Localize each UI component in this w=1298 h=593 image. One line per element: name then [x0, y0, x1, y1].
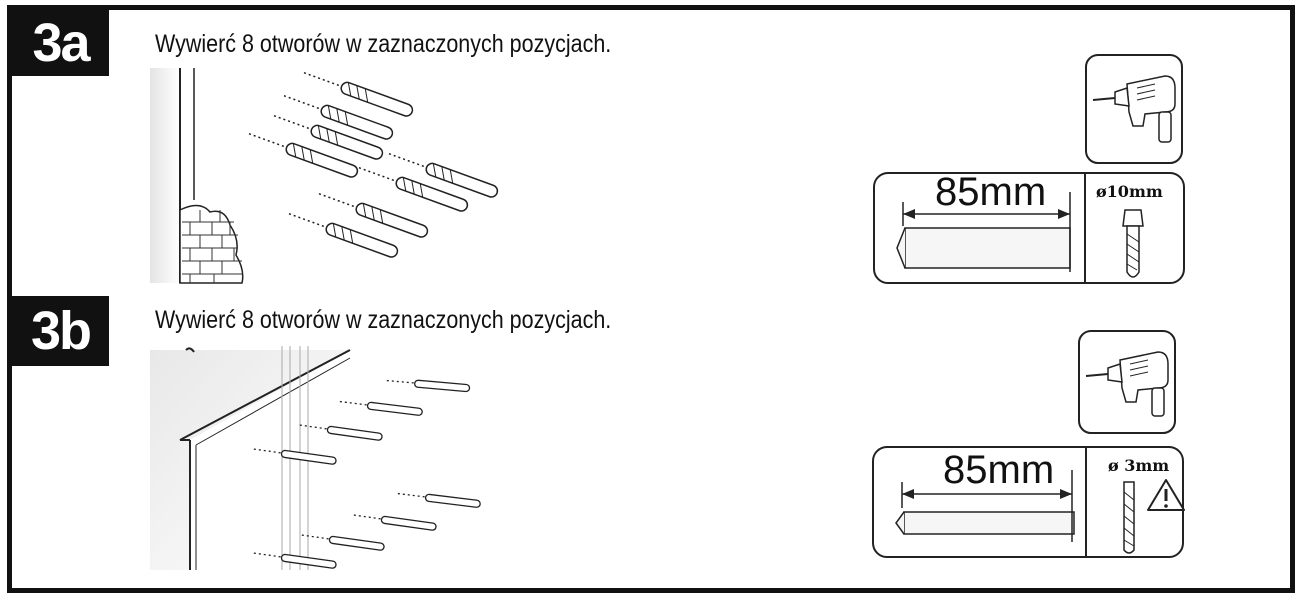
step-3b-instruction: Wywierć 8 otworów w zaznaczonych pozycja… — [155, 306, 612, 334]
drill-icon — [1085, 54, 1183, 164]
stud-wall-illustration — [150, 346, 481, 570]
diameter-label-3b: ø 3mm — [1108, 456, 1170, 475]
step-badge-3b: 3b — [12, 296, 109, 366]
step-3a-instruction: Wywierć 8 otworów w zaznaczonych pozycja… — [155, 30, 612, 58]
depth-label-3a: 85mm — [935, 170, 1047, 214]
brick-wall-illustration — [150, 68, 499, 284]
depth-label-3b: 85mm — [943, 448, 1055, 492]
warning-triangle-icon — [1147, 479, 1185, 511]
step-badge-3a: 3a — [12, 10, 109, 76]
wood-bit-icon — [1123, 481, 1135, 554]
depth-panel-3b — [872, 446, 1185, 558]
diameter-label-3a: ø10mm — [1096, 182, 1163, 201]
drill-icon — [1078, 330, 1176, 434]
depth-panel-3a — [873, 172, 1185, 284]
masonry-bit-icon — [1122, 209, 1144, 278]
